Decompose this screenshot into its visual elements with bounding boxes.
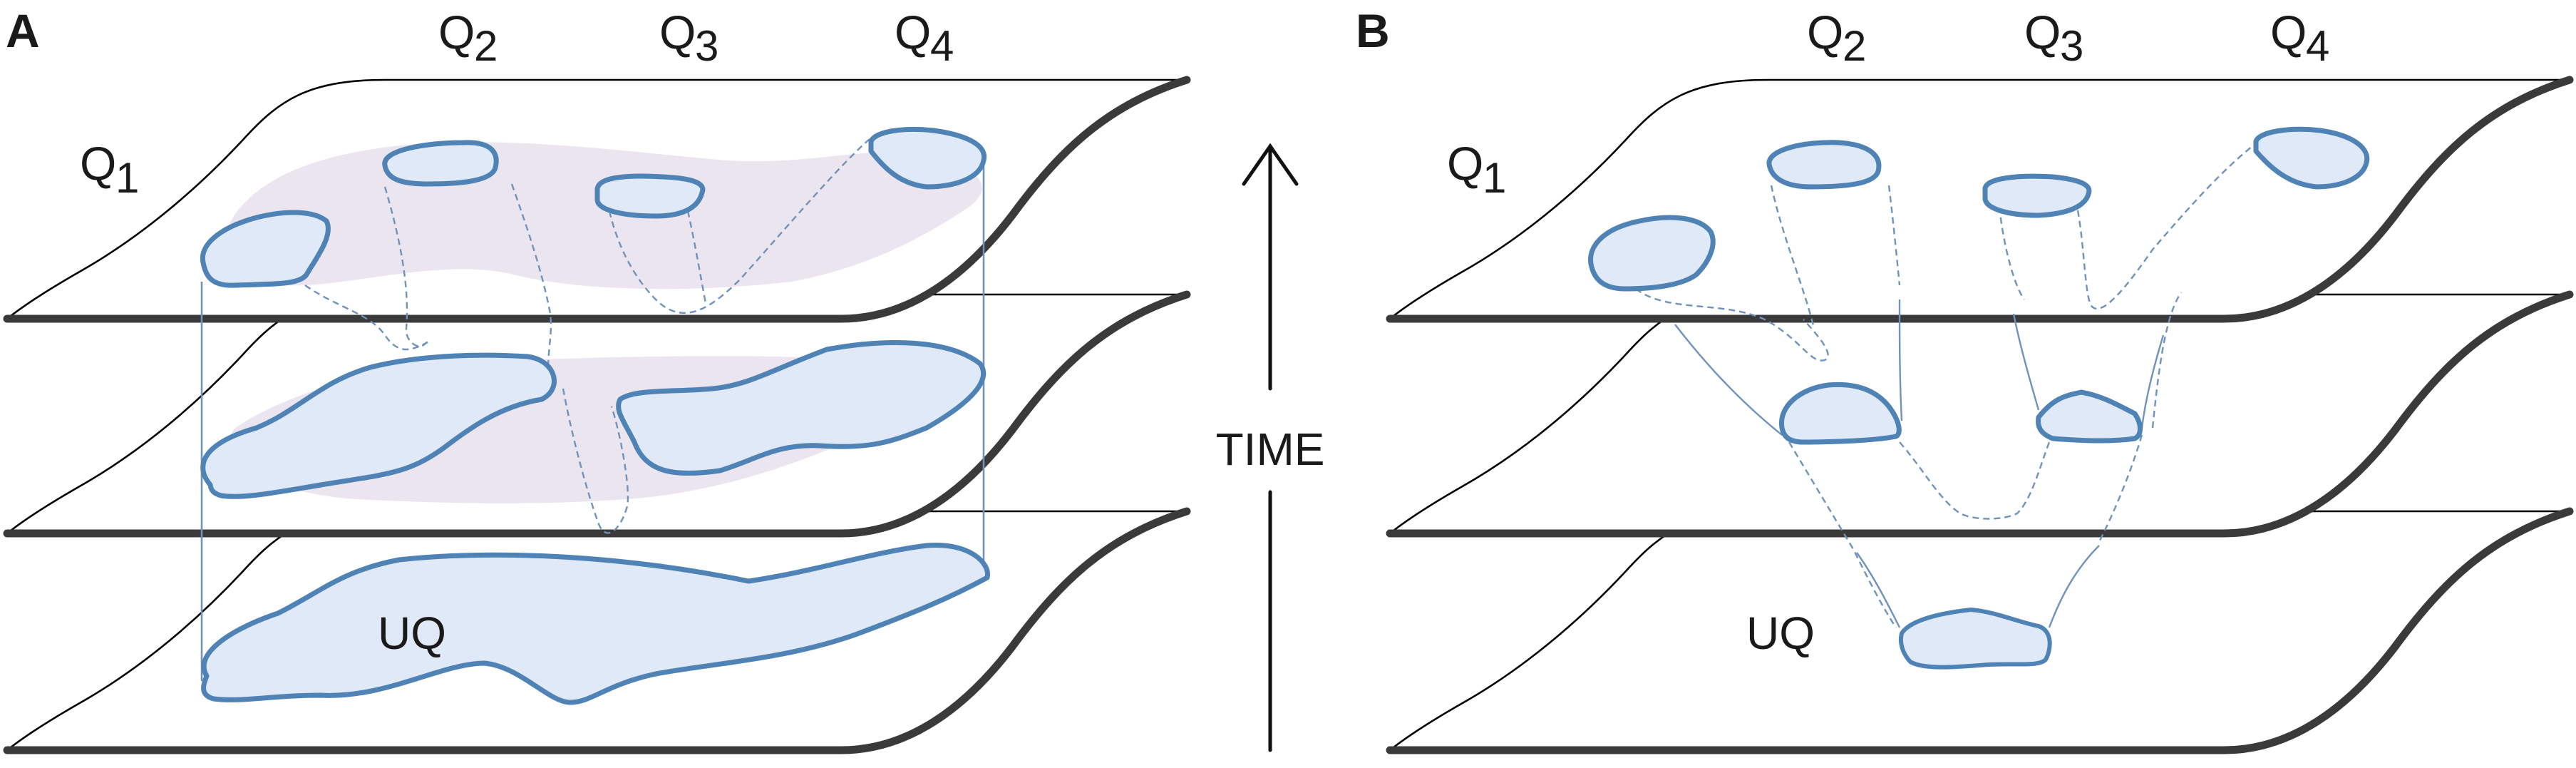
panel-b: B [1356,4,2570,750]
panel-a-label-q2-sub: 2 [474,22,498,70]
panel-a-link [608,138,870,314]
panel-b-link [2012,313,2040,411]
panel-b-link [2140,334,2165,429]
panel-a-region-uq [201,542,991,705]
panel-b-link [1788,441,1897,628]
panel-b-region-q2 [1766,140,1882,190]
panel-a-region-q1 [200,210,331,288]
panel-b-link [1887,185,1901,286]
panel-b-link [1898,299,1903,421]
panel-b-label-q1: Q [1447,137,1483,190]
panel-a-link [304,285,428,351]
panel-b-region-q1 [1588,215,1716,292]
panel-a-link [562,388,629,534]
panel-b-label-q3: Q [2024,6,2061,58]
panel-b-label-q1-sub: 1 [1483,154,1506,202]
panel-b-link [2151,292,2182,429]
panel-b-label-q4-sub: 4 [2306,22,2329,70]
panel-b-region-uq [1898,608,2052,670]
panel-b-region-middle-right [2036,389,2143,444]
panel-b-sheet-middle [1390,295,2570,533]
panel-a-label-uq: UQ [378,608,446,659]
panel-b-link [2076,135,2267,309]
panel-a-label-q1: Q [80,137,116,190]
panel-a-label-q2: Q [438,6,475,58]
panel-a-label-q3: Q [659,6,696,58]
panel-a-region-q4 [868,126,987,190]
panel-b-sheet-top [1390,80,2570,319]
panel-a: A [6,4,1187,750]
time-axis: TIME [1216,143,1325,752]
time-label: TIME [1216,424,1325,475]
panel-a-letter: A [6,4,40,57]
panel-a-link [510,183,554,386]
panel-b-link [1770,185,1815,329]
panel-b-link [1635,288,1829,362]
panel-a-label-q4: Q [895,6,931,58]
panel-b-link [1674,324,1783,436]
panel-b-link [1856,552,1901,628]
panel-a-link [686,210,707,304]
panel-b-label-q4: Q [2270,6,2307,58]
panel-a-region-middle-right [616,340,986,476]
panel-a-label-q4-sub: 4 [930,22,954,70]
time-arrow-head [1242,143,1299,186]
panel-b-link [2048,545,2100,628]
panel-b-region-middle-left [1778,382,1902,445]
panel-b-label-uq: UQ [1746,608,1815,659]
panel-a-label-q1-sub: 1 [115,154,139,202]
panel-b-link [2098,434,2143,543]
panel-b-region-q3 [1982,173,2092,218]
panel-a-link [383,186,429,347]
panel-b-link [1899,441,2051,520]
panel-b-label-q3-sub: 3 [2060,22,2083,70]
panel-a-label-q3-sub: 3 [695,22,718,70]
panel-b-letter: B [1356,4,1390,57]
panel-b-label-q2-sub: 2 [1843,22,1866,70]
panel-a-region-q3 [594,173,706,219]
panel-b-region-q4 [2253,126,2370,190]
panel-a-region-q2 [382,140,499,187]
panel-a-region-middle-left [200,352,557,499]
panel-b-link [1998,206,2025,300]
panel-b-label-q2: Q [1807,6,1843,58]
